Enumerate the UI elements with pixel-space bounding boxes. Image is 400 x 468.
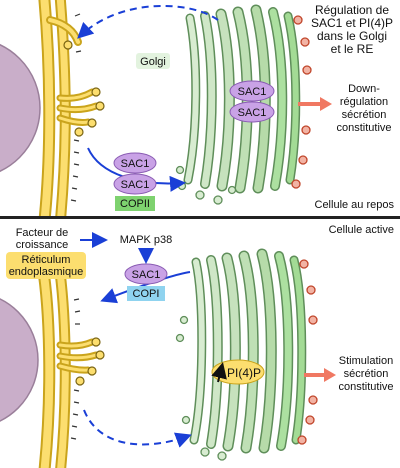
bottom-panel: SAC1 COPI Facteur de croissance MAPK p38… xyxy=(0,224,394,468)
pi4p-up-arrow xyxy=(211,362,227,383)
effect-bottom-line1: Stimulation xyxy=(339,355,393,367)
ribosomes-top xyxy=(70,13,82,202)
sac1-golgi-b-label: SAC1 xyxy=(238,107,267,119)
er-buds-top xyxy=(63,40,105,137)
nucleus-top xyxy=(0,43,41,173)
sac1-golgi-a xyxy=(229,80,275,102)
title-line4: et le RE xyxy=(331,42,374,56)
sac1-copi xyxy=(124,263,168,285)
state-label-bottom: Cellule active xyxy=(329,224,394,236)
growth-factor-line2: croissance xyxy=(16,239,69,251)
nucleus-bottom xyxy=(0,298,39,422)
er-label-line2: endoplasmique xyxy=(9,266,84,278)
copi-label: COPI xyxy=(133,288,160,300)
growth-factor-line1: Facteur de xyxy=(16,227,69,239)
title-line3: dans le Golgi xyxy=(317,29,387,43)
effect-top-line3: sécrétion xyxy=(342,109,387,121)
copii-badge xyxy=(115,196,155,211)
title-line2: SAC1 et PI(4)P xyxy=(311,16,393,30)
effect-bottom-line2: sécrétion xyxy=(344,368,389,380)
panel-divider xyxy=(0,216,400,219)
golgi-label-box xyxy=(136,53,170,69)
pi4p-label: PI(4)P xyxy=(227,366,261,380)
retrograde-arrow-top xyxy=(77,4,219,39)
effect-bottom-line3: constitutive xyxy=(338,381,393,393)
er-tubes-top xyxy=(38,0,100,216)
trans-vesicles-top xyxy=(291,15,312,189)
er-buds-bottom xyxy=(75,337,105,386)
copii-label: COPII xyxy=(120,198,150,210)
effect-top-line4: constitutive xyxy=(336,122,391,134)
effect-top-line2: régulation xyxy=(340,96,388,108)
ribosomes-bottom xyxy=(70,298,81,440)
sac1-copii-a xyxy=(113,152,157,174)
er-tubes-bottom xyxy=(38,266,100,468)
sac1-golgi-a-label: SAC1 xyxy=(238,86,267,98)
sac1-golgi-b xyxy=(229,101,275,123)
sac1-copii-b-label: SAC1 xyxy=(121,179,150,191)
top-panel: Golgi SAC1 SAC1 SAC1 SAC1 COPII Down- ré… xyxy=(0,0,395,216)
sac1-copi-label: SAC1 xyxy=(132,269,161,281)
golgi-label: Golgi xyxy=(140,56,166,68)
er-label-line1: Réticulum xyxy=(22,254,71,266)
title-line1: Régulation de xyxy=(315,3,389,17)
golgi-stack-bottom xyxy=(189,248,307,454)
trans-vesicles-bottom xyxy=(297,259,318,445)
state-label-top: Cellule au repos xyxy=(315,199,395,211)
golgi-vesicles-bottom xyxy=(175,315,227,461)
copi-badge xyxy=(127,286,165,301)
sac1-copii-a-label: SAC1 xyxy=(121,158,150,170)
anterograde-arrow-bottom xyxy=(83,409,192,448)
effect-top-line1: Down- xyxy=(348,83,380,95)
sac1-copii-b xyxy=(113,173,157,195)
mapk-label: MAPK p38 xyxy=(120,234,173,246)
er-label-box xyxy=(6,252,86,279)
